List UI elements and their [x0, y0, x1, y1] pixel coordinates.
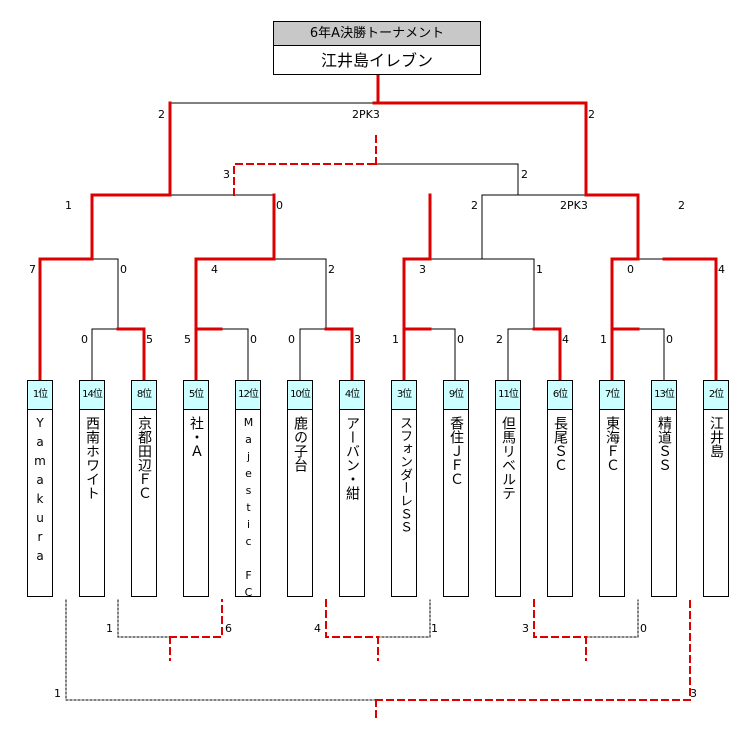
- team-box: 10位 鹿の子台: [287, 380, 313, 597]
- seed-label: 2位: [704, 381, 728, 410]
- score: 0: [288, 333, 295, 346]
- team-box: 2位 江井島: [703, 380, 729, 597]
- team-name: 鹿の子台: [292, 416, 308, 472]
- team-box: 5位 社・Ａ: [183, 380, 209, 597]
- score: 2: [158, 108, 165, 121]
- seed-label: 5位: [184, 381, 208, 410]
- score: 2: [496, 333, 503, 346]
- seed-label: 1位: [28, 381, 52, 410]
- team-name: スフォンダーレＳＳ: [397, 416, 412, 533]
- score: 1: [431, 622, 438, 635]
- score: 0: [81, 333, 88, 346]
- team-name: 社・Ａ: [188, 416, 204, 458]
- score: 2: [328, 263, 335, 276]
- score: 0: [276, 199, 283, 212]
- team-box: 12位 Majestic FC: [235, 380, 261, 603]
- team-name: Majestic FC: [242, 416, 255, 603]
- team-name: 西南ホワイト: [84, 416, 100, 500]
- seed-label: 11位: [496, 381, 520, 410]
- score: 1: [392, 333, 399, 346]
- team-box: 3位 スフォンダーレＳＳ: [391, 380, 417, 597]
- score: 5: [184, 333, 191, 346]
- score: 3: [522, 622, 529, 635]
- team-box: 7位 東海ＦＣ: [599, 380, 625, 597]
- score: 4: [211, 263, 218, 276]
- tournament-title: 6年A決勝トーナメント: [274, 22, 480, 46]
- score: 0: [120, 263, 127, 276]
- seed-label: 12位: [236, 381, 260, 410]
- score: 3: [354, 333, 361, 346]
- score: 3: [690, 687, 697, 700]
- seed-label: 9位: [444, 381, 468, 410]
- seed-label: 10位: [288, 381, 312, 410]
- team-name: アーバン・紺: [344, 416, 360, 500]
- team-name: 香住ＪＦＣ: [448, 416, 464, 486]
- team-box: 6位 長尾ＳＣ: [547, 380, 573, 597]
- team-name: 長尾ＳＣ: [552, 416, 568, 472]
- score: 7: [29, 263, 36, 276]
- score: 5: [146, 333, 153, 346]
- score: 0: [666, 333, 673, 346]
- team-box: 1位 Yamakura: [27, 380, 53, 597]
- seed-label: 14位: [80, 381, 104, 410]
- score: 0: [640, 622, 647, 635]
- score: 3: [223, 168, 230, 181]
- score: 0: [250, 333, 257, 346]
- score: 4: [718, 263, 725, 276]
- score: 0: [457, 333, 464, 346]
- seed-label: 6位: [548, 381, 572, 410]
- score: 4: [562, 333, 569, 346]
- score: 4: [314, 622, 321, 635]
- champion-name: 江井島イレブン: [320, 51, 433, 70]
- score: 2: [521, 168, 528, 181]
- team-box: 4位 アーバン・紺: [339, 380, 365, 597]
- team-box: 8位 京都田辺ＦＣ: [131, 380, 157, 597]
- pk-score: 2PK3: [352, 108, 380, 121]
- team-name: 京都田辺ＦＣ: [136, 416, 152, 500]
- team-name: Yamakura: [33, 416, 47, 568]
- score: 0: [627, 263, 634, 276]
- pk-score: 2PK3: [560, 199, 588, 212]
- team-box: 13位 精道ＳＳ: [651, 380, 677, 597]
- score: 1: [106, 622, 113, 635]
- team-name: 江井島: [708, 416, 724, 458]
- score: 2: [471, 199, 478, 212]
- team-name: 但馬リベルテ: [500, 416, 516, 500]
- score: 1: [65, 199, 72, 212]
- score: 6: [225, 622, 232, 635]
- score: 3: [419, 263, 426, 276]
- team-name: 東海ＦＣ: [604, 416, 620, 472]
- seed-label: 8位: [132, 381, 156, 410]
- team-box: 9位 香住ＪＦＣ: [443, 380, 469, 597]
- seed-label: 4位: [340, 381, 364, 410]
- score: 1: [600, 333, 607, 346]
- team-box: 11位 但馬リベルテ: [495, 380, 521, 597]
- score: 1: [536, 263, 543, 276]
- seed-label: 7位: [600, 381, 624, 410]
- team-box: 14位 西南ホワイト: [79, 380, 105, 597]
- seed-label: 13位: [652, 381, 676, 410]
- title-box: 6年A決勝トーナメント 江井島イレブン: [273, 21, 481, 75]
- team-name: 精道ＳＳ: [656, 416, 672, 472]
- score: 2: [678, 199, 685, 212]
- seed-label: 3位: [392, 381, 416, 410]
- score: 2: [588, 108, 595, 121]
- score: 1: [54, 687, 61, 700]
